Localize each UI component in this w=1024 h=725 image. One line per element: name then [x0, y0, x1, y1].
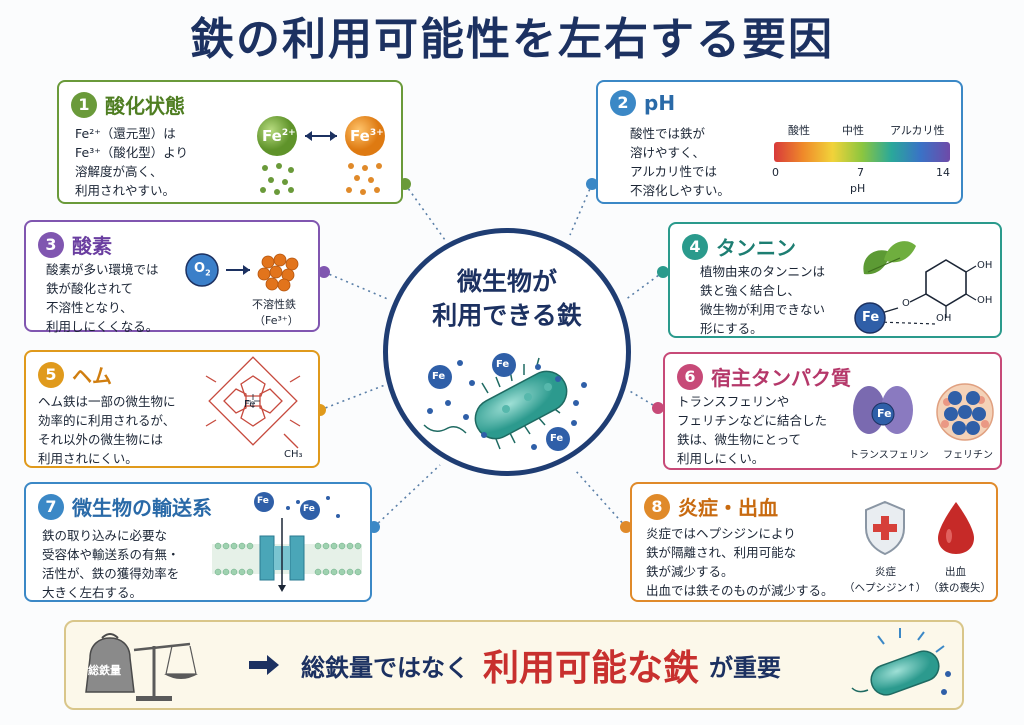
scale-balance-icon: [85, 633, 198, 701]
summary-text-1: 総鉄量ではなく: [300, 653, 469, 682]
center-circle: 微生物が 利用できる鉄 Fe Fe Fe: [383, 228, 631, 476]
panel-host-protein: 6 宿主タンパク質 トランスフェリンやフェリチンなどに結合した鉄は、微生物にとっ…: [663, 352, 1002, 470]
panel-title: タンニン: [716, 236, 796, 260]
panel-oxygen: 3 酸素 酸素が多い環境では鉄が酸化されて不溶性となり、利用しにくくなる。 O2…: [24, 220, 320, 334]
transferrin-ferritin-icon: [853, 383, 994, 441]
center-title-line1: 微生物が: [456, 267, 557, 296]
insoluble-iron-caption-2: （Fe³⁺）: [254, 314, 299, 327]
panel-title: pH: [644, 91, 676, 115]
insoluble-iron-caption: 不溶性鉄: [252, 298, 296, 311]
panel-number: 4: [682, 233, 708, 260]
shield-icon: [865, 500, 905, 556]
oh-label-3: OH: [936, 313, 952, 324]
panel-inflammation-bleeding: 8 炎症・出血 炎症ではヘプシジンにより鉄が隔離され、利用可能な鉄が減少する。出…: [630, 482, 998, 602]
ph-scale-bar: [774, 142, 950, 162]
ph-tick-0: 0: [772, 166, 779, 179]
ph-axis-label: pH: [850, 182, 866, 195]
panel-heme: 5 ヘム ヘム鉄は一部の微生物に効率的に利用されるが、それ以外の微生物には利用さ…: [24, 350, 320, 468]
fe-atom-label: Fe: [496, 359, 510, 370]
summary-banner: 総鉄量 総鉄量ではなく 利用可能な鉄 が重要: [64, 620, 964, 710]
panel-description: ヘム鉄は一部の微生物に効率的に利用されるが、それ以外の微生物には利用されにくい。: [38, 394, 176, 466]
panel-number: 6: [677, 363, 703, 390]
oh-label-2: OH: [977, 295, 993, 306]
summary-text-highlight: 利用可能な鉄: [482, 648, 699, 689]
hepcidin-caption: （ヘプシジン↑）: [844, 582, 927, 594]
panel-tannin: 4 タンニン 植物由来のタンニンは鉄と強く結合し、微生物が利用できない形にする。…: [668, 222, 1002, 338]
heme-fe-label: Fe: [244, 399, 256, 410]
membrane-transporter-icon: [212, 492, 362, 592]
inflammation-caption: 炎症: [875, 566, 896, 578]
panel-number: 2: [610, 90, 636, 116]
oh-label-1: OH: [977, 260, 993, 271]
panel-description: 鉄の取り込みに必要な受容体や輸送系の有無・活性が、鉄の獲得効率を大きく左右する。: [42, 528, 180, 600]
scale-label-acid: 酸性: [788, 124, 810, 137]
ferritin-caption: フェリチン: [943, 450, 993, 461]
ph-tick-14: 14: [936, 166, 950, 179]
scale-label-alkaline: アルカリ性: [890, 124, 945, 137]
panel-title: 宿主タンパク質: [711, 366, 851, 390]
bag-label: 総鉄量: [88, 664, 121, 677]
tannin-structure-icon: [854, 241, 977, 334]
transport-fe-label-2: Fe: [303, 504, 315, 514]
arrow-right-icon: [248, 655, 279, 675]
transferrin-caption: トランスフェリン: [849, 450, 929, 461]
panel-number: 5: [38, 361, 64, 388]
panel-title: 酸素: [72, 234, 112, 258]
panel-title: ヘム: [72, 364, 112, 388]
iron-loss-caption: （鉄の喪失）: [928, 582, 991, 594]
bleeding-caption: 出血: [945, 566, 966, 578]
panel-ph: 2 pH 酸性では鉄が溶けやすく、アルカリ性では不溶化しやすい。 酸性 中性 ア…: [596, 80, 963, 204]
panel-transport-system: 7 微生物の輸送系 鉄の取り込みに必要な受容体や輸送系の有無・活性が、鉄の獲得効…: [24, 482, 372, 602]
page-title: 鉄の利用可能性を左右する要因: [190, 14, 834, 65]
panel-description: 植物由来のタンニンは鉄と強く結合し、微生物が利用できない形にする。: [700, 264, 826, 336]
blood-drop-icon: [938, 502, 974, 554]
fe-atom-label: Fe: [432, 371, 446, 382]
panel-title: 炎症・出血: [678, 496, 778, 520]
panel-number: 8: [644, 493, 670, 520]
center-title-line2: 利用できる鉄: [432, 301, 582, 330]
ph-tick-7: 7: [857, 166, 864, 179]
o-label: O: [902, 298, 910, 309]
fe-atom-label: Fe: [550, 433, 564, 444]
fe2-fe3-icon: [257, 116, 385, 195]
panel-description: 炎症ではヘプシジンにより鉄が隔離され、利用可能な鉄が減少する。出血では鉄そのもの…: [646, 526, 834, 598]
bacterium-small-icon: [851, 628, 951, 696]
bacterium-icon: [423, 353, 587, 451]
panel-description: 酸性では鉄が溶けやすく、アルカリ性では不溶化しやすい。: [630, 126, 730, 198]
oxygen-to-iron-icon: [185, 253, 299, 292]
transport-fe-label: Fe: [257, 496, 269, 506]
fe3-label: Fe3+: [350, 127, 384, 145]
panel-number: 1: [71, 91, 97, 118]
fe-label: Fe: [862, 310, 880, 325]
ch3-label: CH₃: [284, 449, 303, 460]
summary-text-2: が重要: [709, 653, 781, 682]
o2-label: O2: [194, 261, 211, 278]
panel-number: 3: [38, 231, 64, 258]
panel-number: 7: [38, 493, 64, 520]
panel-title: 微生物の輸送系: [72, 496, 212, 520]
scale-label-neutral: 中性: [842, 124, 864, 137]
heme-structure-icon: [205, 356, 301, 449]
transferrin-fe-label: Fe: [877, 407, 892, 420]
panel-description: トランスフェリンやフェリチンなどに結合した鉄は、微生物にとって利用しにくい。: [677, 394, 828, 466]
panel-title: 酸化状態: [105, 94, 185, 118]
fe2-label: Fe2+: [262, 127, 296, 145]
panel-description: 酸素が多い環境では鉄が酸化されて不溶性となり、利用しにくくなる。: [46, 262, 159, 334]
